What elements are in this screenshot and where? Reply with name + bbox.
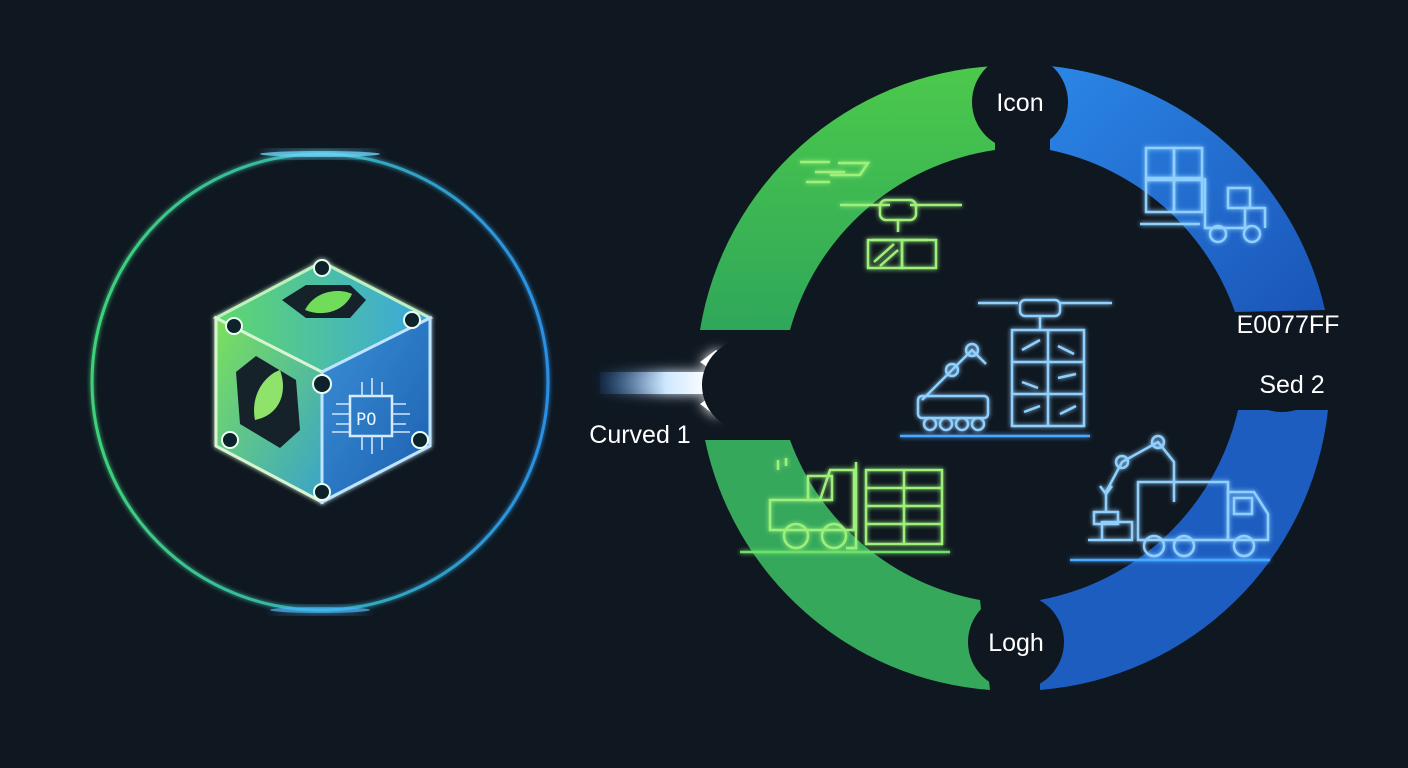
green-arc-lower bbox=[705, 440, 990, 690]
svg-text:PO: PO bbox=[356, 410, 376, 430]
label-disc-bottom bbox=[968, 594, 1064, 690]
label-top: Icon bbox=[996, 89, 1043, 117]
delivery-speed-icon bbox=[800, 160, 871, 184]
cycle-ring bbox=[700, 66, 1328, 690]
forklift-boxes-icon bbox=[740, 458, 950, 554]
blue-arc-upper bbox=[1050, 66, 1325, 312]
label-bottom: Logh bbox=[988, 629, 1044, 657]
green-arc-upper bbox=[700, 66, 995, 330]
label-disc-top bbox=[972, 54, 1068, 150]
label-disc-right bbox=[1232, 312, 1332, 412]
blue-arc-lower bbox=[1040, 410, 1328, 690]
label-left: Curved 1 bbox=[589, 421, 690, 449]
warehouse-shelf-drone-robot-icon bbox=[900, 298, 1112, 438]
robotic-arm-truck-icon bbox=[1070, 434, 1270, 562]
ring-top-glow bbox=[260, 151, 380, 157]
forklift-pallet-icon bbox=[1140, 146, 1267, 244]
label-right-lower: Sed 2 bbox=[1259, 371, 1324, 399]
label-disc-left bbox=[702, 339, 794, 431]
ring-bottom-glow bbox=[270, 607, 370, 613]
label-right-upper: E0077FF bbox=[1237, 311, 1340, 339]
cube-eco-chip-icon: PO bbox=[212, 259, 434, 505]
drone-package-icon bbox=[840, 198, 962, 270]
